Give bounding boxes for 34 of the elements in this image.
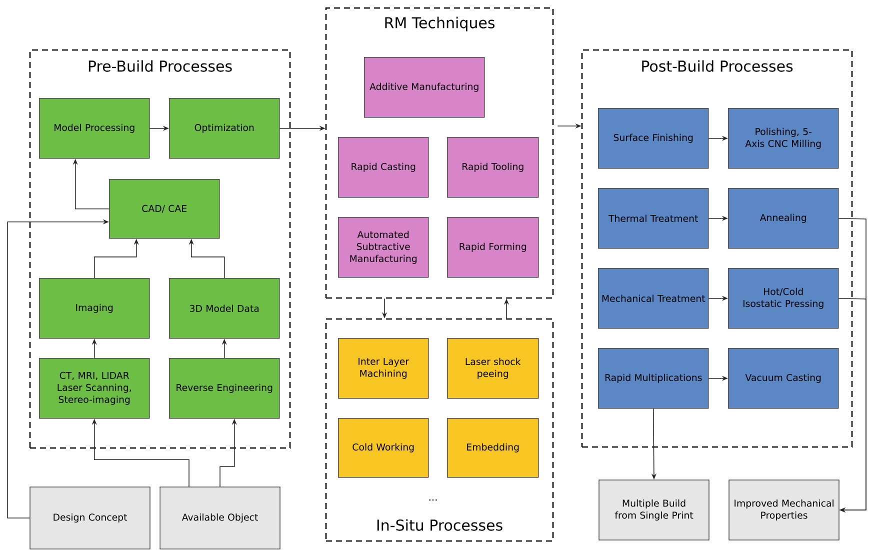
process-box: CAD/ CAE [108,178,220,239]
technique-box: Rapid Tooling [446,136,539,198]
group-title: Pre-Build Processes [88,60,232,72]
ellipsis: ... [429,499,437,501]
technique-box: Additive Manufacturing [364,56,485,118]
process-box: Inter Layer Machining [338,338,429,399]
process-box: Reverse Engineering [168,358,280,419]
input-box: Available Object [160,486,280,550]
technique-box: Rapid Casting [338,136,429,198]
process-box: Surface Finishing [598,108,709,169]
process-box: Model Processing [38,98,150,159]
group-title: In-Situ Processes [377,519,502,531]
process-box: Optimization [168,98,280,159]
technique-box: Rapid Forming [446,216,539,278]
process-box: Cold Working [338,418,429,478]
group-title: Post-Build Processes [642,60,793,72]
process-box: Mechanical Treatment [598,268,709,329]
group-title: RM Techniques [385,16,495,32]
process-box: Imaging [38,278,150,339]
process-box: 3D Model Data [168,278,280,339]
process-box: Annealing [728,188,839,249]
input-box: Design Concept [30,486,150,550]
input-box: Multiple Build from Single Print [598,480,710,540]
process-box: Thermal Treatment [598,188,709,249]
process-box: Hot/Cold Isostatic Pressing [728,268,839,329]
process-box: Rapid Multiplications [598,348,709,409]
process-box: Laser shock peeing [446,338,539,399]
input-box: Improved Mechanical Properties [728,480,840,540]
process-box: Embedding [446,418,539,478]
process-box: CT, MRI, LIDAR Laser Scanning, Stereo-imaging [38,358,150,419]
technique-box: Automated Subtractive Manufacturing [338,216,429,278]
arrow [838,298,866,513]
process-box: Polishing, 5-Axis CNC Milling [728,108,839,169]
process-box: Vacuum Casting [728,348,839,409]
